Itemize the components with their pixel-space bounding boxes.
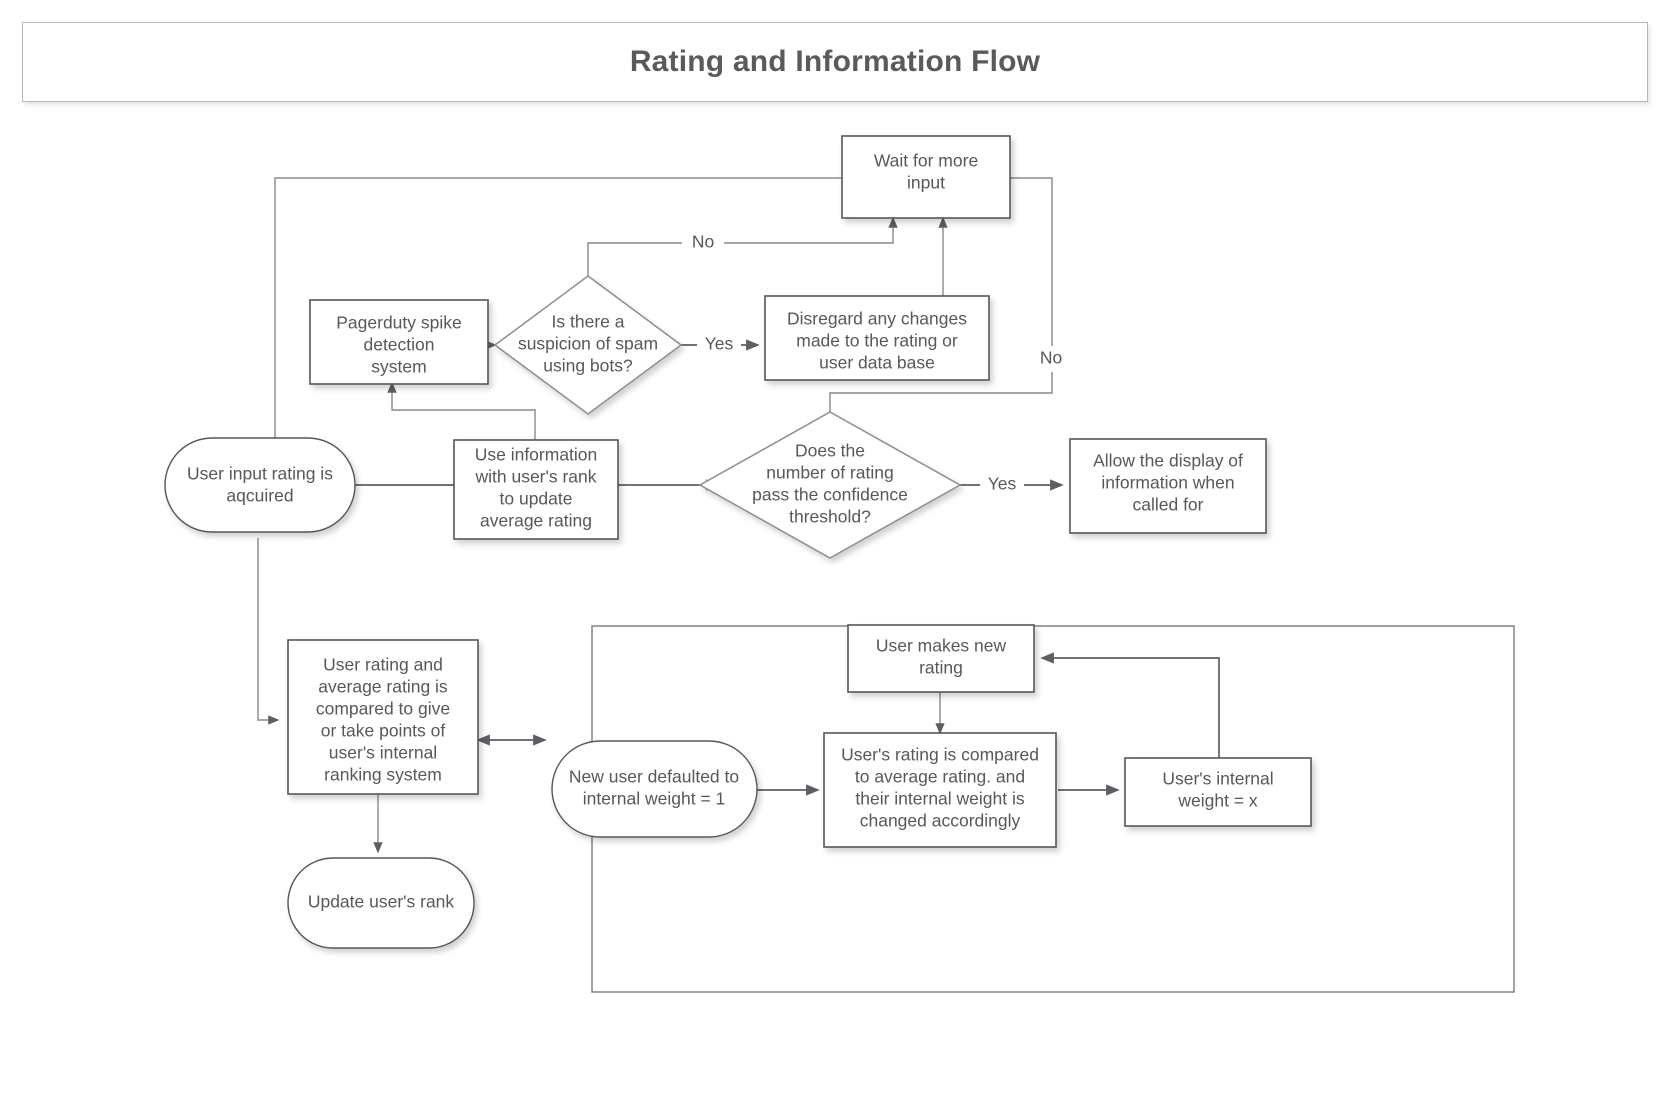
node-allow-display[interactable]: Allow the display of information when ca… xyxy=(1069,438,1267,534)
node-label: Pagerduty spike xyxy=(336,313,462,333)
node-rating-compared-weight-changed[interactable]: User's rating is compared to average rat… xyxy=(823,732,1057,848)
node-label: User's internal xyxy=(1162,769,1273,789)
node-label: User's rating is compared xyxy=(841,745,1039,765)
node-pagerduty-spike-detection[interactable]: Pagerduty spike detection system xyxy=(309,299,489,385)
node-label: user's internal xyxy=(329,743,437,763)
edge-internalweight-to-usermakes xyxy=(1040,652,1220,758)
node-new-user-default-weight[interactable]: New user defaulted to internal weight = … xyxy=(551,740,758,838)
edge-label-confidence-yes: Yes xyxy=(980,472,1024,498)
edge-label-text: Yes xyxy=(705,334,734,354)
node-label: number of rating xyxy=(766,463,893,483)
node-label: internal weight = 1 xyxy=(583,789,726,809)
node-label: Update user's rank xyxy=(308,892,455,912)
node-label: average rating xyxy=(480,511,592,531)
node-disregard-changes[interactable]: Disregard any changes made to the rating… xyxy=(764,295,990,381)
node-use-information[interactable]: Use information with user's rank to upda… xyxy=(453,439,619,540)
node-label: rating xyxy=(919,658,963,678)
flowchart-canvas: Wait for more input Pagerduty spike dete… xyxy=(0,100,1672,1115)
node-spam-suspicion-decision[interactable]: Is there a suspicion of spam using bots? xyxy=(493,275,683,415)
node-label: Wait for more xyxy=(874,151,978,171)
node-compare-ratings[interactable]: User rating and average rating is compar… xyxy=(287,639,479,795)
node-label: User input rating is xyxy=(187,464,333,484)
node-label: Disregard any changes xyxy=(787,309,967,329)
node-label: average rating is xyxy=(318,677,448,697)
edge-label-text: Yes xyxy=(988,474,1017,494)
edge-userinput-to-compare xyxy=(257,538,280,725)
node-label: compared to give xyxy=(316,699,450,719)
node-user-input-rating[interactable]: User input rating is aqcuired xyxy=(164,437,356,533)
node-label: User rating and xyxy=(323,655,443,675)
node-label: User makes new xyxy=(876,636,1007,656)
diagram-title-bar: Rating and Information Flow xyxy=(22,22,1648,102)
node-label: ranking system xyxy=(324,765,442,785)
node-label: detection xyxy=(363,335,434,355)
node-label: information when xyxy=(1101,473,1234,493)
node-label: Use information xyxy=(475,445,598,465)
node-label: input xyxy=(907,173,945,193)
node-label: their internal weight is xyxy=(855,789,1024,809)
node-label: to update xyxy=(500,489,573,509)
node-label: New user defaulted to xyxy=(569,767,739,787)
node-wait-for-more-input[interactable]: Wait for more input xyxy=(841,135,1011,219)
node-label: using bots? xyxy=(543,356,633,376)
node-label: made to the rating or xyxy=(796,331,958,351)
edge-label-spam-no: No xyxy=(682,230,724,256)
node-user-makes-new-rating[interactable]: User makes new rating xyxy=(847,624,1035,693)
node-label: aqcuired xyxy=(226,486,293,506)
node-label: pass the confidence xyxy=(752,485,908,505)
edge-label-spam-yes: Yes xyxy=(697,332,741,358)
node-label: changed accordingly xyxy=(860,811,1021,831)
node-label: suspicion of spam xyxy=(518,334,658,354)
node-confidence-threshold-decision[interactable]: Does the number of rating pass the confi… xyxy=(698,411,962,559)
node-update-user-rank[interactable]: Update user's rank xyxy=(287,857,475,949)
edge-wait-to-user-input xyxy=(270,177,842,487)
node-label: called for xyxy=(1132,495,1203,515)
node-label: Is there a xyxy=(552,312,625,332)
node-label: threshold? xyxy=(789,507,871,527)
node-label: user data base xyxy=(819,353,935,373)
node-label: Does the xyxy=(795,441,865,461)
edge-confidence-no-to-wait xyxy=(829,173,1053,412)
node-user-internal-weight[interactable]: User's internal weight = x xyxy=(1124,757,1312,827)
node-label: weight = x xyxy=(1177,791,1258,811)
node-label: system xyxy=(371,357,426,377)
node-label: or take points of xyxy=(321,721,446,741)
node-label: to average rating. and xyxy=(855,767,1025,787)
node-label: Allow the display of xyxy=(1093,451,1243,471)
edge-label-text: No xyxy=(1040,348,1062,368)
node-label: with user's rank xyxy=(474,467,596,487)
page-title: Rating and Information Flow xyxy=(629,45,1041,78)
edge-useinfo-to-pagerduty xyxy=(387,381,536,440)
edge-label-text: No xyxy=(692,232,714,252)
edge-label-confidence-no: No xyxy=(1031,346,1073,372)
